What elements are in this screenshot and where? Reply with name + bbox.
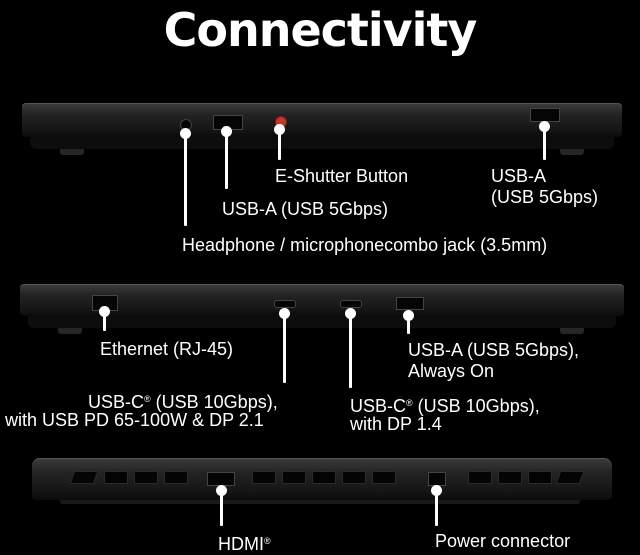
usb-a-always-on-label-line2: Always On bbox=[408, 361, 494, 382]
usb-c-dp-label-rest: (USB 10Gbps), bbox=[413, 396, 540, 416]
laptop-base-left bbox=[30, 137, 614, 149]
usb-a-right-label-line2: (USB 5Gbps) bbox=[491, 187, 598, 208]
usb-c-pd-port bbox=[274, 300, 296, 308]
usb-a-left-label: USB-A (USB 5Gbps) bbox=[222, 199, 388, 220]
registered-mark: ® bbox=[406, 398, 413, 408]
hdmi-label: HDMI® bbox=[218, 531, 271, 555]
hdmi-label-text: HDMI bbox=[218, 534, 264, 554]
usb-a-always-on-port bbox=[396, 297, 424, 310]
ethernet-label: Ethernet (RJ-45) bbox=[100, 339, 233, 360]
usb-a-right-label-line1: USB-A bbox=[491, 166, 546, 187]
laptop-base-right bbox=[28, 316, 616, 328]
usb-c-pd-label-line2: with USB PD 65-100W & DP 2.1 bbox=[5, 410, 264, 431]
usb-a-always-on-label-line1: USB-A (USB 5Gbps), bbox=[408, 340, 579, 361]
headphone-label: Headphone / microphonecombo jack (3.5mm) bbox=[182, 235, 547, 256]
usb-c-pd-label-prefix: USB-C bbox=[88, 392, 144, 412]
usb-c-pd-label-rest: (USB 10Gbps), bbox=[151, 392, 278, 412]
usb-c-dp-label-line2: with DP 1.4 bbox=[350, 414, 442, 435]
usb-a-port-right bbox=[530, 108, 560, 122]
hdmi-port bbox=[207, 472, 235, 486]
e-shutter-label: E-Shutter Button bbox=[275, 166, 408, 187]
usb-c-dp-port bbox=[340, 300, 362, 308]
usb-c-dp-label-prefix: USB-C bbox=[350, 396, 406, 416]
registered-mark: ® bbox=[144, 394, 151, 404]
page-title: Connectivity bbox=[0, 2, 640, 58]
registered-mark: ® bbox=[264, 536, 271, 546]
power-connector-label: Power connector bbox=[435, 531, 570, 552]
power-connector-port bbox=[428, 472, 446, 486]
